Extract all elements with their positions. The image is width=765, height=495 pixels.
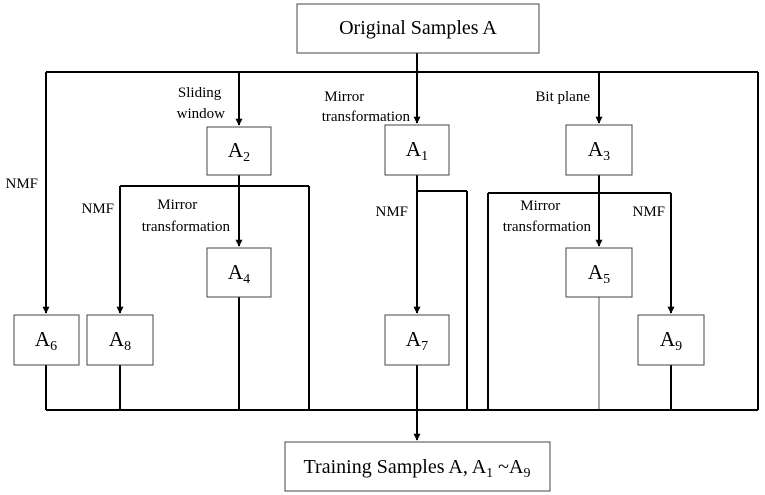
- svg-text:A4: A4: [228, 260, 250, 287]
- label-sliding-window: Sliding window: [177, 85, 226, 122]
- svg-text:A8: A8: [109, 327, 131, 354]
- connectors: [42, 53, 759, 441]
- svg-text:A9: A9: [660, 327, 682, 354]
- label-nmf-a2: NMF: [81, 201, 114, 217]
- edge-labels: Sliding window Mirror transformation Bit…: [5, 85, 665, 235]
- node-a4: A4: [206, 247, 272, 298]
- svg-text:A1: A1: [406, 137, 428, 164]
- svg-text:A6: A6: [35, 327, 57, 354]
- node-a5: A5: [565, 247, 633, 298]
- label-nmf-left: NMF: [5, 176, 38, 192]
- node-a1: A1: [384, 124, 450, 176]
- node-a7: A7: [384, 314, 450, 366]
- label-mirror-transformation-a3: Mirror transformation: [503, 198, 592, 235]
- label-nmf-a1: NMF: [375, 204, 408, 220]
- node-a3: A3: [565, 124, 633, 176]
- node-original-samples: Original Samples A: [296, 3, 540, 54]
- label-nmf-a3: NMF: [632, 204, 665, 220]
- node-a2: A2: [206, 126, 272, 176]
- svg-text:A5: A5: [588, 260, 610, 287]
- svg-text:A2: A2: [228, 138, 250, 165]
- label-mirror-transformation-a2: Mirror transformation: [142, 197, 231, 235]
- node-training-samples: Training Samples A, A1 ~A9: [284, 441, 551, 492]
- node-original-samples-label: Original Samples A: [339, 17, 497, 39]
- svg-text:A3: A3: [588, 137, 610, 164]
- label-bit-plane: Bit plane: [535, 89, 590, 105]
- svg-text:A7: A7: [406, 327, 428, 354]
- label-mirror-transformation-top: Mirror transformation: [322, 89, 411, 125]
- node-a6: A6: [13, 314, 80, 366]
- node-a9: A9: [637, 314, 705, 366]
- node-training-samples-label: Training Samples A, A1 ~A9: [304, 456, 531, 481]
- node-a8: A8: [86, 314, 154, 366]
